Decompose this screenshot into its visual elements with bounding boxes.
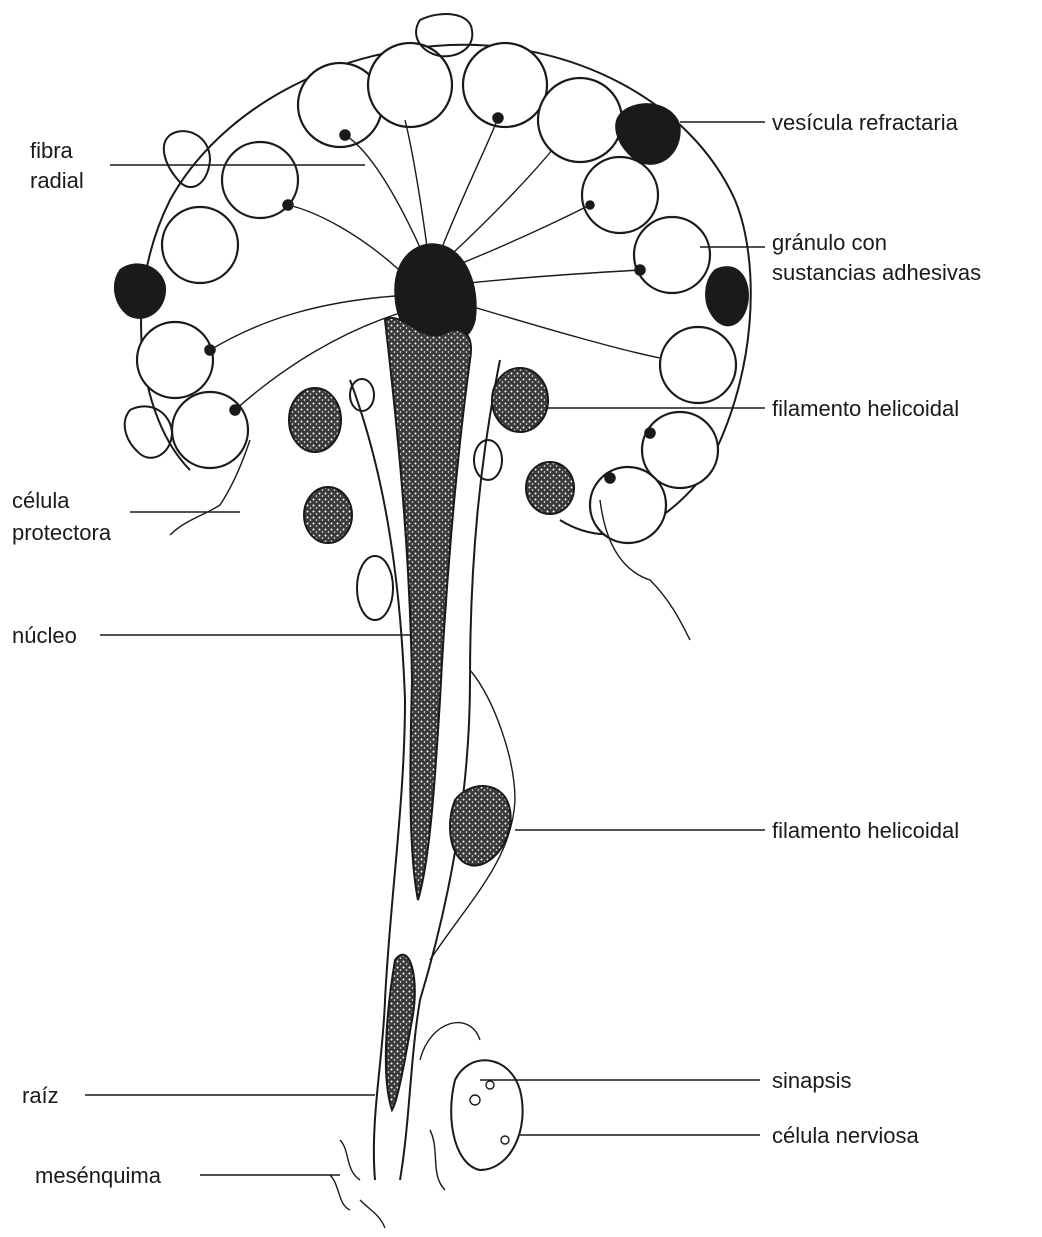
vesicle: [582, 157, 658, 233]
label-sinapsis: sinapsis: [772, 1068, 851, 1093]
label-mesenquima: mesénquima: [35, 1163, 162, 1188]
label-raiz: raíz: [22, 1083, 59, 1108]
refractile-vesicle: [164, 131, 210, 187]
label-celula-nerviosa: célula nerviosa: [772, 1123, 920, 1148]
label-vesicula-refractaria: vesícula refractaria: [772, 110, 959, 135]
vesicle: [463, 43, 547, 127]
refractile-vesicle: [616, 104, 680, 164]
label-nucleo: núcleo: [12, 623, 77, 648]
label-filamento-helicoidal-lower: filamento helicoidal: [772, 818, 959, 843]
vesicle: [162, 207, 238, 283]
mesenchyme: [330, 1130, 445, 1228]
vesicle: [660, 327, 736, 403]
vesicle: [172, 392, 248, 468]
nerve-cell: [451, 1060, 522, 1170]
label-fibra-radial-1: fibra: [30, 138, 74, 163]
label-celula-protectora-2: protectora: [12, 520, 112, 545]
label-granulo-1: gránulo con: [772, 230, 887, 255]
label-celula-protectora-1: célula: [12, 488, 70, 513]
refractile-vesicle: [115, 264, 166, 318]
label-filamento-helicoidal-upper: filamento helicoidal: [772, 396, 959, 421]
vesicle: [590, 467, 666, 543]
label-fibra-radial-2: radial: [30, 168, 84, 193]
vesicle: [634, 217, 710, 293]
vesicle: [538, 78, 622, 162]
refractile-vesicle: [125, 406, 172, 457]
refractile-vesicle: [416, 14, 472, 56]
vesicle: [137, 322, 213, 398]
label-granulo-2: sustancias adhesivas: [772, 260, 981, 285]
refractile-vesicle: [706, 267, 748, 326]
nerve-process: [420, 1023, 480, 1060]
